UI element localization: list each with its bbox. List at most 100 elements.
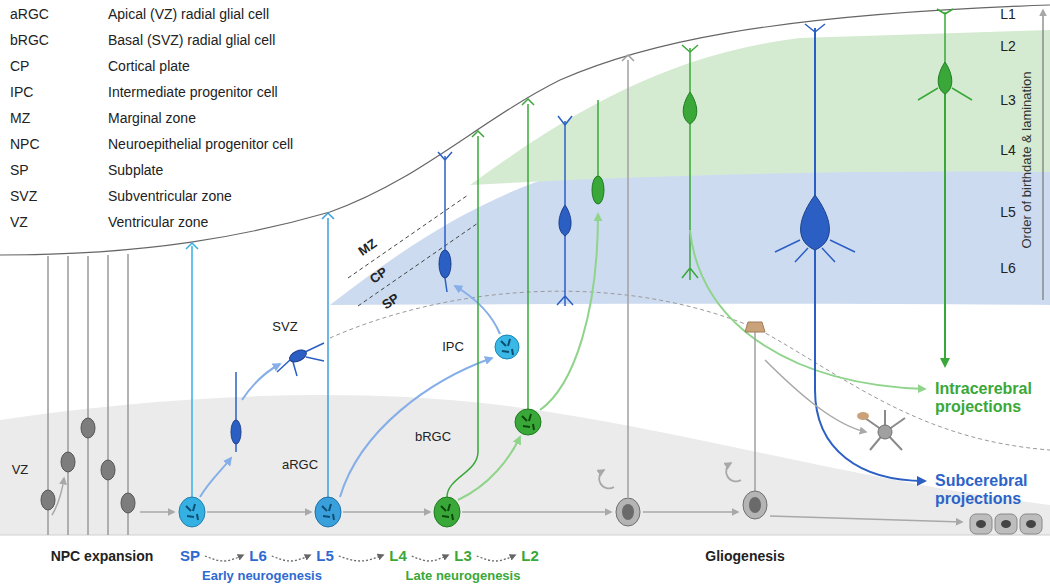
abbreviation: NPC bbox=[10, 136, 40, 152]
migration-arrow bbox=[340, 358, 492, 497]
ventricular-surface bbox=[0, 535, 1050, 536]
layer-label: L6 bbox=[1000, 260, 1016, 276]
radial-fiber bbox=[754, 332, 756, 491]
cell-label: bRGC bbox=[415, 430, 451, 445]
layer5-pyramidal-neuron bbox=[801, 195, 830, 250]
layer-label: L5 bbox=[1000, 204, 1016, 220]
phase-label: Gliogenesis bbox=[705, 548, 784, 564]
neuron-tuft bbox=[775, 24, 855, 262]
radial-fiber bbox=[191, 246, 193, 497]
ependymal-cell bbox=[995, 514, 1017, 534]
subplate-neuron bbox=[288, 348, 309, 365]
ependymal-cell bbox=[970, 514, 992, 534]
upper-layer-neuron bbox=[683, 92, 697, 124]
migration-arrow bbox=[458, 437, 520, 500]
cp-boundary bbox=[358, 223, 478, 306]
stage-text: L4 bbox=[389, 547, 407, 564]
apical-dendrite bbox=[814, 28, 816, 195]
layer-label: L1 bbox=[1000, 6, 1016, 22]
radial-fiber bbox=[327, 218, 329, 497]
subcerebral-axon bbox=[815, 250, 925, 481]
sequence-arrow bbox=[272, 555, 310, 561]
basal-radial-glia bbox=[515, 409, 541, 435]
npc-nucleus bbox=[81, 418, 95, 438]
abbreviation-definition: Subplate bbox=[108, 162, 163, 178]
neuron-process bbox=[277, 343, 324, 376]
stage-text: L2 bbox=[521, 547, 539, 564]
stage-text: L5 bbox=[316, 547, 334, 564]
radial-fiber bbox=[447, 136, 478, 497]
astrocyte-process bbox=[865, 410, 905, 450]
lineage-arrow bbox=[643, 511, 738, 513]
npc-nucleus bbox=[101, 460, 115, 480]
endfoot bbox=[186, 243, 198, 249]
migration-arrow bbox=[540, 214, 598, 410]
lamination-arrow bbox=[1042, 10, 1043, 300]
abbreviation: SVZ bbox=[10, 188, 37, 204]
stage-text: L6 bbox=[249, 547, 267, 564]
intermediate-progenitor bbox=[495, 335, 519, 359]
sequence-arrow bbox=[339, 555, 383, 561]
neuron-tuft bbox=[682, 45, 698, 280]
radial-glia-body bbox=[616, 498, 640, 526]
npc-process bbox=[107, 255, 109, 535]
lineage-arrow bbox=[462, 511, 611, 513]
abbreviation: IPC bbox=[10, 84, 33, 100]
upper-layer-neuron bbox=[938, 62, 952, 94]
abbreviation: MZ bbox=[10, 110, 30, 126]
abbreviation-definition: Subventricular zone bbox=[108, 188, 232, 204]
stage-label: L6 bbox=[246, 546, 270, 565]
pial-surface bbox=[0, 5, 1050, 255]
astrocyte bbox=[878, 425, 892, 439]
self-renewal-arrow bbox=[726, 463, 741, 481]
migrating-neuron bbox=[592, 176, 604, 204]
radial-fiber bbox=[627, 60, 629, 497]
apical-dendrite bbox=[564, 121, 566, 205]
layer-label: L3 bbox=[1000, 92, 1016, 108]
abbreviation-definition: Intermediate progenitor cell bbox=[108, 84, 278, 100]
lineage-arrow bbox=[343, 511, 430, 513]
abbreviation: VZ bbox=[10, 214, 28, 230]
axis-label: Order of birthdate & lamination bbox=[1020, 71, 1035, 248]
chromosomes bbox=[322, 504, 334, 520]
vessel-endfoot bbox=[857, 412, 869, 420]
upper-layer-band bbox=[470, 30, 1050, 185]
abbreviation: aRGC bbox=[10, 6, 49, 22]
phase-label: Late neurogenesis bbox=[406, 569, 521, 584]
npc-process bbox=[67, 256, 69, 535]
chromosomes bbox=[501, 339, 513, 355]
migration-arrow bbox=[242, 364, 280, 400]
abbreviation: bRGC bbox=[10, 32, 49, 48]
chromosomes bbox=[186, 504, 198, 520]
nucleus bbox=[1026, 520, 1036, 528]
abbreviation-definition: Neuroepithelial progenitor cell bbox=[108, 136, 293, 152]
phase-label: Early neurogenesis bbox=[202, 569, 322, 584]
neuron-process bbox=[597, 100, 599, 176]
endfoot bbox=[522, 99, 534, 105]
npc-process bbox=[87, 256, 89, 535]
ependymal-cell bbox=[1020, 514, 1042, 534]
migrating-neuron bbox=[231, 420, 241, 444]
npc-nucleus bbox=[61, 452, 75, 472]
stage-label: L3 bbox=[451, 546, 475, 565]
layer-label: L4 bbox=[1000, 142, 1016, 158]
glial-arrow bbox=[765, 360, 866, 432]
mz-boundary bbox=[348, 195, 468, 278]
abbreviation-definition: Marginal zone bbox=[108, 110, 196, 126]
abbreviation-definition: Basal (SVZ) radial glial cell bbox=[108, 32, 275, 48]
nucleus bbox=[976, 520, 986, 528]
abbreviation-definition: Apical (VZ) radial glial cell bbox=[108, 6, 269, 22]
lineage-arrow bbox=[140, 511, 174, 513]
chromosomes bbox=[522, 414, 534, 430]
nucleus bbox=[749, 497, 761, 513]
sequence-arrow bbox=[412, 555, 448, 561]
stage-label: L5 bbox=[313, 546, 337, 565]
npc-nucleus bbox=[121, 493, 135, 513]
apical-dendrite bbox=[944, 12, 946, 62]
zone-label: MZ bbox=[356, 236, 380, 259]
radial-glia-body bbox=[434, 497, 460, 527]
cell-label: aRGC bbox=[282, 458, 318, 473]
self-renewal-arrow bbox=[599, 470, 614, 488]
npc-arrow bbox=[52, 478, 64, 515]
